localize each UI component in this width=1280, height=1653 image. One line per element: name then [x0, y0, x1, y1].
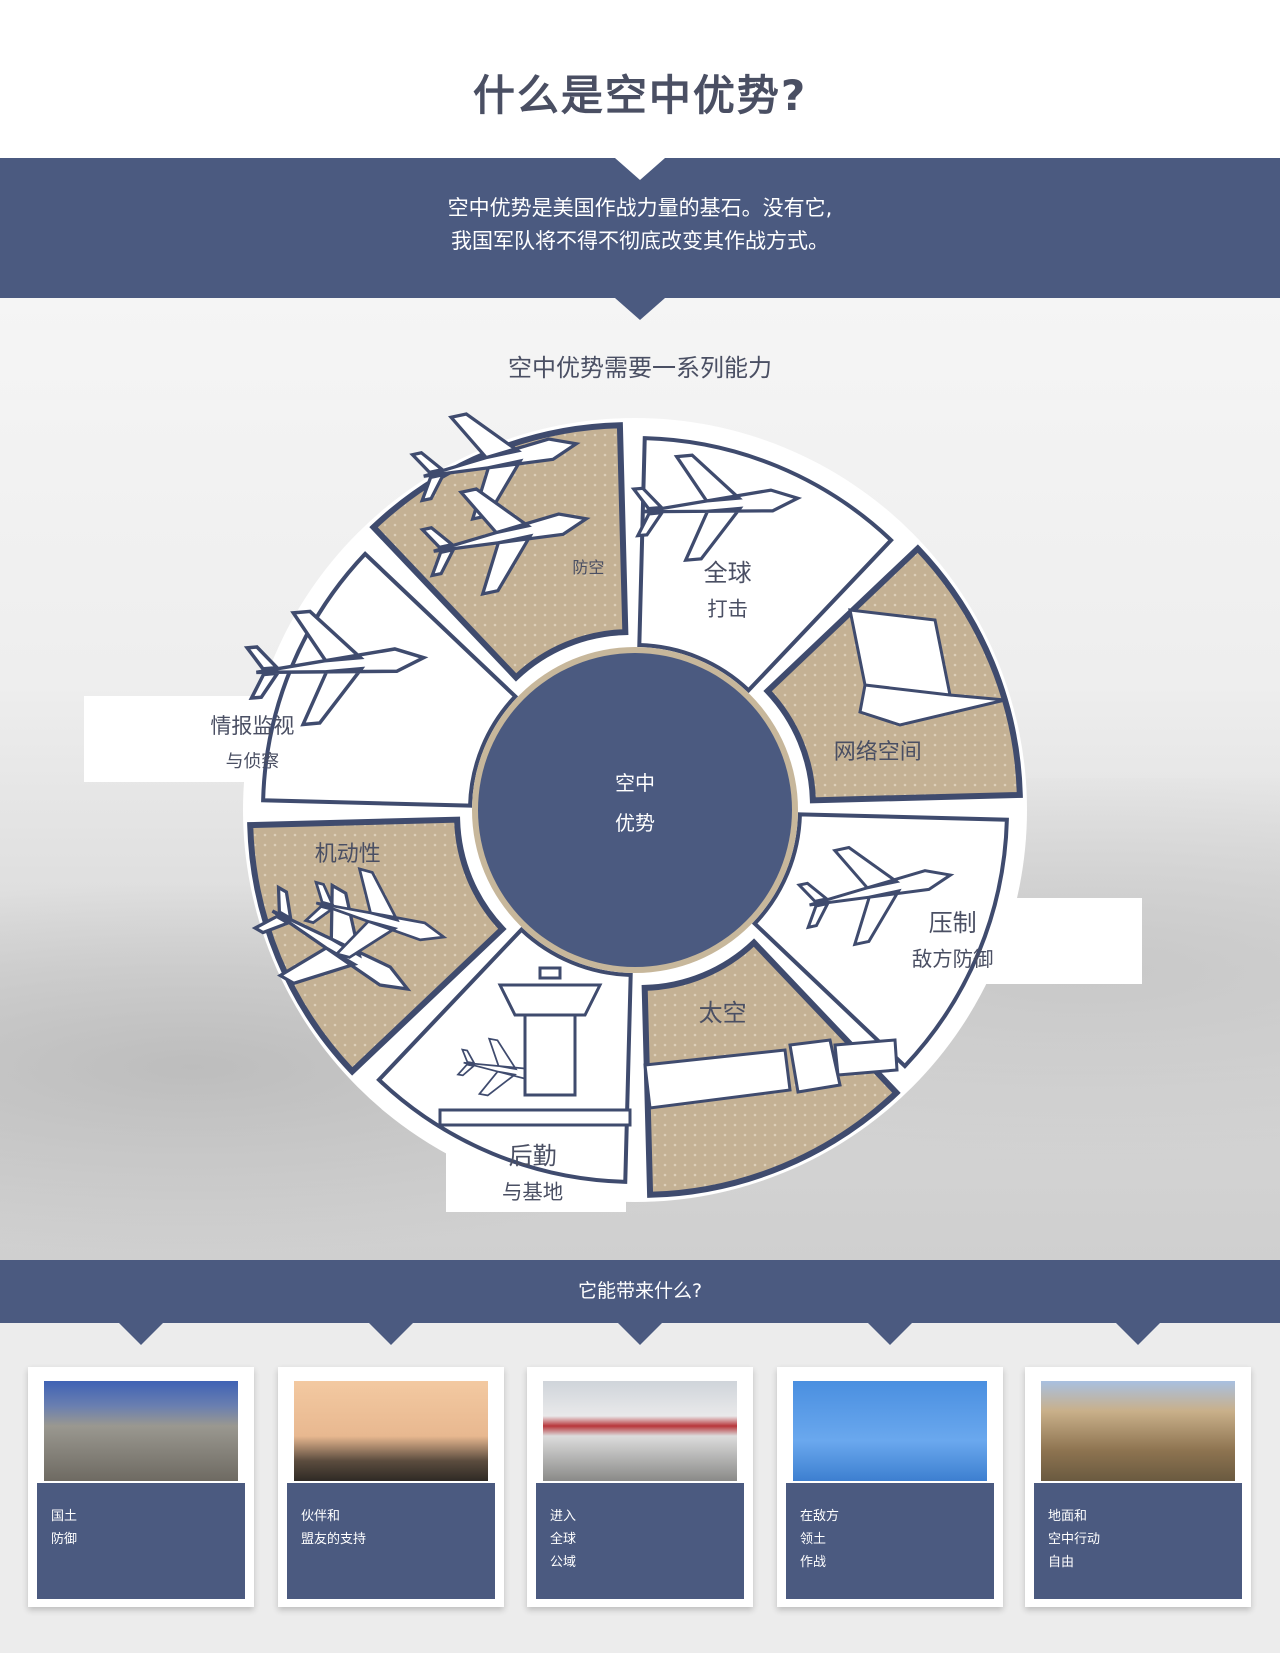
- benefit-caption: 伙伴和盟友的支持: [287, 1483, 495, 1599]
- intro-line: 空中优势是美国作战力量的基石。没有它,: [447, 196, 833, 220]
- capability-label: 后勤与基地: [475, 1138, 590, 1210]
- capability-label-line: 与基地: [502, 1180, 564, 1204]
- caption-line: 全球: [550, 1532, 577, 1547]
- capability-label: 太空: [665, 995, 780, 1031]
- caption-line: 伙伴和: [301, 1509, 341, 1524]
- capability-label: 防空: [550, 550, 627, 586]
- capability-label: 网络空间: [825, 735, 931, 771]
- aircraft-icon: [303, 867, 448, 959]
- intro-line: 我国军队将不得不彻底改变其作战方式。: [451, 229, 829, 253]
- banner-notch: [615, 158, 665, 180]
- airliner-photo: [543, 1381, 737, 1481]
- caption-line: 国土: [51, 1509, 78, 1524]
- caption-line: 公域: [550, 1555, 577, 1570]
- aircraft-icon: [243, 609, 429, 727]
- awacs-aircraft-photo: [294, 1381, 488, 1481]
- card-pointer: [369, 1323, 413, 1345]
- capability-label: 情报监视与侦察: [202, 708, 303, 780]
- benefits-banner: 它能带来什么?: [0, 1260, 1280, 1323]
- capability-label-line: 防空: [572, 558, 605, 577]
- banner-pointer: [615, 298, 665, 320]
- capability-label-line: 打击: [707, 597, 748, 621]
- aircraft-icon: [419, 487, 591, 597]
- capability-label-line: 机动性: [314, 842, 381, 867]
- capability-label-line: 压制: [928, 909, 977, 937]
- control-tower-icon: [438, 966, 632, 1127]
- card-pointer: [868, 1323, 912, 1345]
- center-line: 空中: [615, 771, 655, 795]
- intro-banner: [0, 158, 1280, 298]
- benefit-card[interactable]: 国土防御: [28, 1367, 254, 1607]
- caption-line: 作战: [800, 1555, 827, 1570]
- benefit-card[interactable]: 进入全球公域: [527, 1367, 753, 1607]
- benefit-card[interactable]: 地面和空中行动自由: [1025, 1367, 1251, 1607]
- page-title: 什么是空中优势?: [472, 71, 808, 120]
- card-pointer: [618, 1323, 662, 1345]
- capability-label: 全球打击: [670, 555, 785, 627]
- soldier-vehicle-photo: [1041, 1381, 1235, 1481]
- capability-label-line: 敌方防御: [911, 947, 994, 971]
- center-line: 优势: [615, 811, 655, 835]
- intro-text: 空中优势是美国作战力量的基石。没有它, 我国军队将不得不彻底改变其作战方式。: [0, 192, 1280, 258]
- benefit-caption: 进入全球公域: [536, 1483, 744, 1599]
- caption-line: 进入: [550, 1509, 577, 1524]
- card-pointer: [119, 1323, 163, 1345]
- capability-label-line: 与侦察: [225, 751, 280, 772]
- sector-7: [247, 816, 507, 1076]
- benefits-heading: 它能带来什么?: [577, 1280, 703, 1302]
- aircraft-icon: [251, 882, 412, 992]
- capability-label: 机动性: [295, 837, 401, 873]
- caption-line: 空中行动: [1048, 1532, 1101, 1547]
- card-pointer: [1116, 1323, 1160, 1345]
- benefit-caption: 在敌方领土作战: [786, 1483, 994, 1599]
- capabilities-heading: 空中优势需要一系列能力: [508, 354, 772, 382]
- center-circle: [478, 653, 792, 967]
- capability-label: 压制敌方防御: [895, 905, 1010, 977]
- capability-label-line: 后勤: [508, 1142, 557, 1170]
- caption-line: 防御: [51, 1532, 78, 1547]
- cargo-airdrop-photo: [793, 1381, 987, 1481]
- benefit-caption: 国土防御: [37, 1483, 245, 1599]
- mount-rushmore-photo: [44, 1381, 238, 1481]
- benefit-card[interactable]: 伙伴和盟友的支持: [278, 1367, 504, 1607]
- aircraft-icon: [630, 453, 803, 563]
- aircraft-icon: [796, 845, 955, 947]
- caption-line: 自由: [1048, 1555, 1075, 1570]
- capability-label-line: 全球: [703, 559, 752, 587]
- benefit-caption: 地面和空中行动自由: [1034, 1483, 1242, 1599]
- caption-line: 在敌方: [800, 1509, 840, 1524]
- capability-label-line: 太空: [698, 999, 747, 1027]
- benefit-card[interactable]: 在敌方领土作战: [777, 1367, 1003, 1607]
- caption-line: 地面和: [1048, 1509, 1088, 1524]
- sector-8: [261, 551, 519, 808]
- laptop-icon: [848, 608, 1006, 727]
- capability-label-line: 网络空间: [833, 740, 922, 765]
- capability-label-line: 情报监视: [210, 714, 295, 738]
- satellite-icon: [643, 1038, 899, 1110]
- caption-line: 领土: [800, 1532, 827, 1547]
- caption-line: 盟友的支持: [301, 1532, 367, 1547]
- center-label: 空中 优势: [590, 763, 680, 843]
